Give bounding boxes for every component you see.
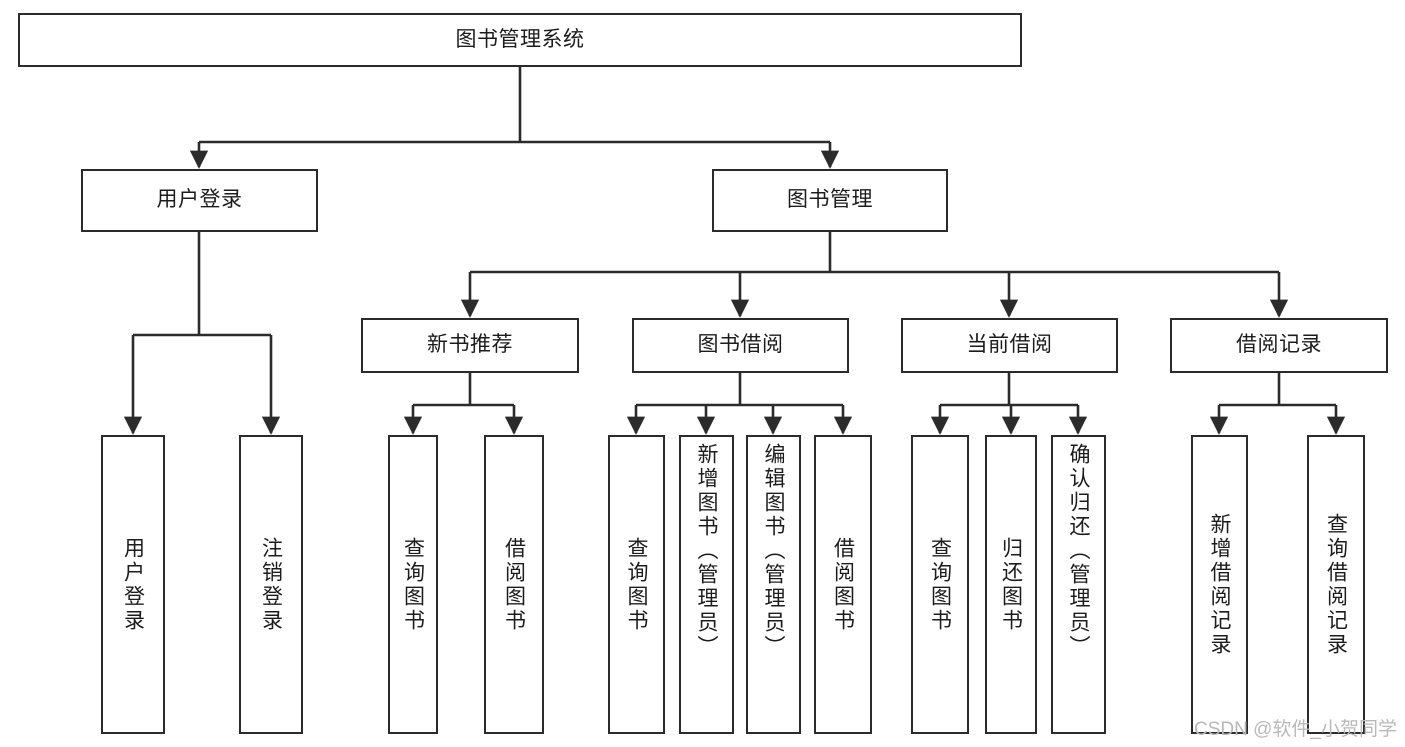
node-leaf-confirm-return[interactable]: 确认归还（管理员） <box>1051 435 1106 734</box>
node-leaf-edit-book-label: 编辑图书（管理员） <box>762 443 785 659</box>
node-leaf-user-logout[interactable]: 注销登录 <box>239 435 303 734</box>
edges-user-login <box>123 232 281 435</box>
edges-current-borrow <box>930 373 1088 435</box>
edges-book-manage <box>460 232 1289 318</box>
node-leaf-query-book-1[interactable]: 查询图书 <box>388 435 438 734</box>
node-book-borrow[interactable]: 图书借阅 <box>632 318 849 373</box>
node-leaf-query-book-2-label: 查询图书 <box>625 536 648 633</box>
node-leaf-borrow-book-2-label: 借阅图书 <box>831 536 855 633</box>
node-leaf-user-login[interactable]: 用户登录 <box>101 435 165 734</box>
node-current-borrow[interactable]: 当前借阅 <box>901 318 1118 373</box>
node-borrow-record[interactable]: 借阅记录 <box>1170 318 1388 373</box>
node-leaf-query-book-2[interactable]: 查询图书 <box>608 435 665 734</box>
node-leaf-borrow-book-1[interactable]: 借阅图书 <box>484 435 544 734</box>
node-book-borrow-label: 图书借阅 <box>697 333 784 357</box>
node-borrow-record-label: 借阅记录 <box>1236 333 1322 357</box>
node-root-label: 图书管理系统 <box>455 27 585 51</box>
node-book-manage-label: 图书管理 <box>787 188 873 212</box>
node-leaf-add-book[interactable]: 新增图书（管理员） <box>679 435 734 734</box>
edges-borrow-record <box>1209 373 1346 435</box>
node-leaf-query-book-3[interactable]: 查询图书 <box>911 435 969 734</box>
csdn-watermark: CSDN @软件_小贺同学 <box>1194 719 1397 740</box>
node-current-borrow-label: 当前借阅 <box>966 333 1053 357</box>
node-leaf-user-logout-label: 注销登录 <box>259 536 283 633</box>
node-user-login-label: 用户登录 <box>156 188 243 212</box>
edges-new-book-rec <box>403 373 524 435</box>
node-new-book-rec-label: 新书推荐 <box>427 333 513 357</box>
node-leaf-add-book-label: 新增图书（管理员） <box>695 443 718 659</box>
node-leaf-user-login-label: 用户登录 <box>121 536 145 633</box>
edges-root <box>189 67 840 169</box>
node-user-login[interactable]: 用户登录 <box>81 169 318 232</box>
node-leaf-query-book-1-label: 查询图书 <box>401 536 425 633</box>
node-leaf-query-record-label: 查询借阅记录 <box>1324 512 1348 657</box>
node-book-manage[interactable]: 图书管理 <box>712 169 948 232</box>
node-leaf-add-record-label: 新增借阅记录 <box>1208 512 1231 657</box>
node-leaf-add-record[interactable]: 新增借阅记录 <box>1191 435 1248 734</box>
edges-book-borrow <box>626 373 853 435</box>
node-root[interactable]: 图书管理系统 <box>18 13 1022 67</box>
node-leaf-query-record[interactable]: 查询借阅记录 <box>1307 435 1365 734</box>
node-leaf-edit-book[interactable]: 编辑图书（管理员） <box>746 435 801 734</box>
node-leaf-return-book-label: 归还图书 <box>999 536 1023 633</box>
node-leaf-confirm-return-label: 确认归还（管理员） <box>1067 443 1090 659</box>
node-leaf-borrow-book-1-label: 借阅图书 <box>502 536 526 633</box>
node-leaf-borrow-book-2[interactable]: 借阅图书 <box>814 435 872 734</box>
node-leaf-query-book-3-label: 查询图书 <box>928 536 952 633</box>
node-new-book-rec[interactable]: 新书推荐 <box>361 318 579 373</box>
node-leaf-return-book[interactable]: 归还图书 <box>985 435 1037 734</box>
